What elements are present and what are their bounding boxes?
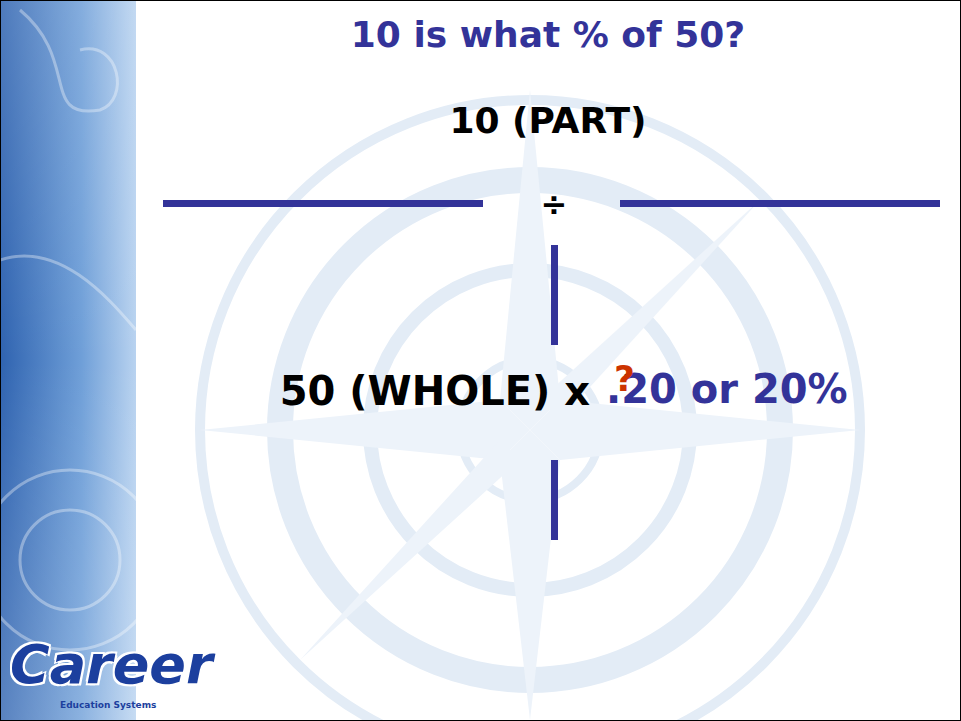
slide-title: 10 is what % of 50? xyxy=(351,14,745,55)
answer-value: .20 or 20% xyxy=(606,366,848,412)
whole-value: 50 (WHOLE) x xyxy=(280,368,590,414)
side-strip-shade xyxy=(0,0,136,721)
unknown-mark: ? xyxy=(614,358,635,399)
part-value: 10 (PART) xyxy=(449,100,646,141)
side-strip xyxy=(0,0,136,721)
compass-points xyxy=(200,90,860,720)
logo-word: Career xyxy=(10,634,213,696)
logo-subtitle: Education Systems xyxy=(60,700,156,710)
divide-sign: ÷ xyxy=(541,186,568,223)
strip-ornament xyxy=(0,10,160,650)
division-lines xyxy=(163,200,940,540)
